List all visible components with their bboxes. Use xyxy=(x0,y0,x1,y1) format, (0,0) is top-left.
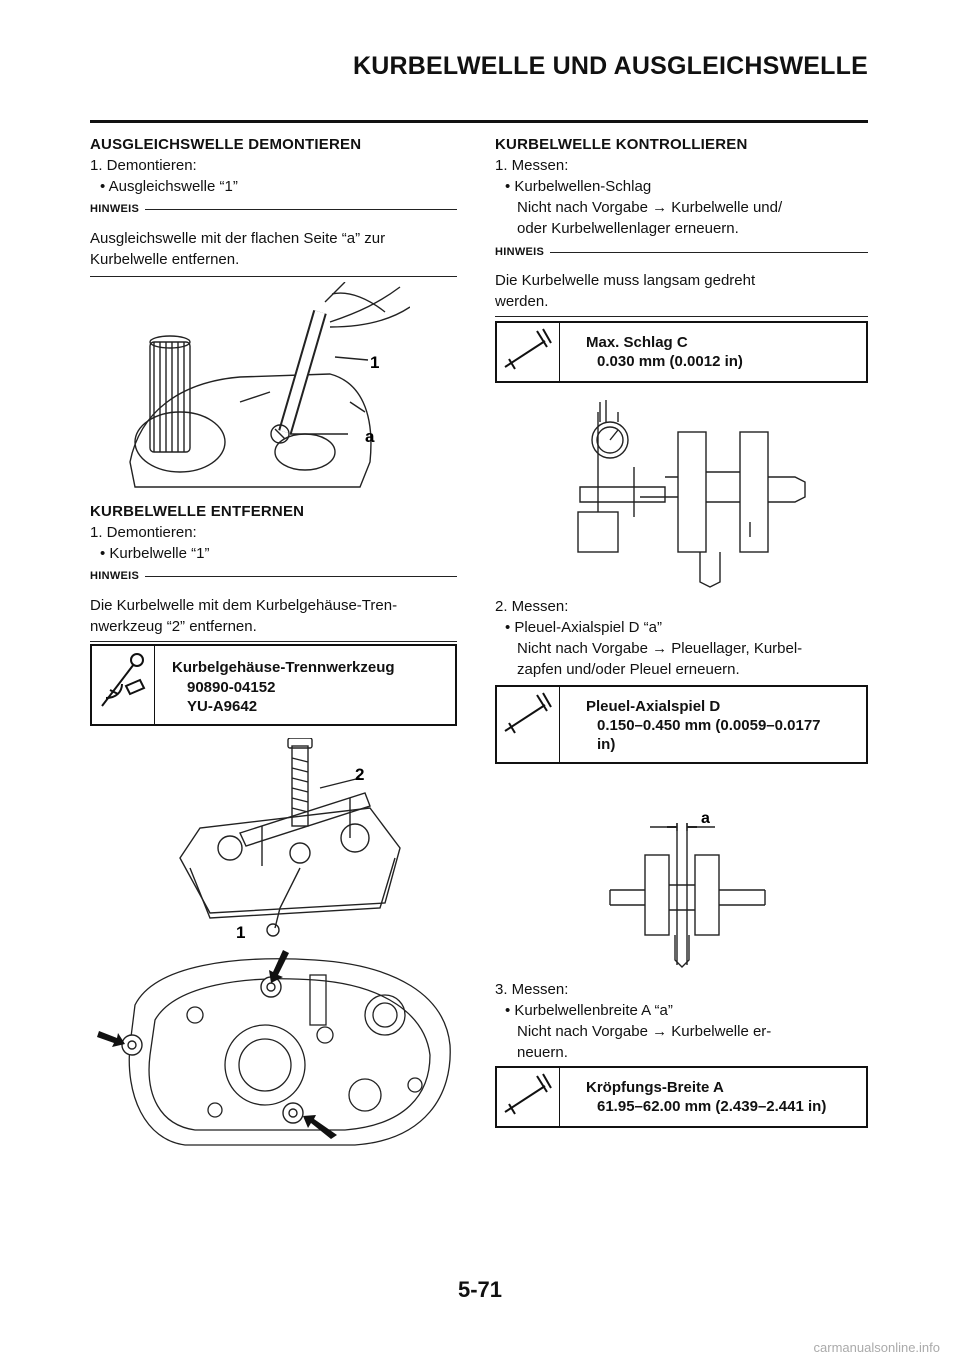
instruction-text: Nicht nach Vorgabe → Pleuellager, Kurbel… xyxy=(517,640,803,657)
note-text: Kurbelwelle entfernen. xyxy=(90,251,240,268)
tool-name: Kurbelgehäuse-Trennwerkzeug xyxy=(172,659,395,676)
runout-measurement-illustration xyxy=(577,400,806,588)
figure-label-1: 1 xyxy=(236,923,245,942)
step-text: 1. Demontieren: xyxy=(90,524,197,541)
balancer-removal-illustration: 1 a xyxy=(129,282,410,488)
spec-value: 0.030 mm (0.0012 in) xyxy=(597,353,743,370)
tool-number-1: 90890-04152 xyxy=(187,679,276,696)
note-end-rule xyxy=(90,641,457,642)
spec-value: 61.95–62.00 mm (2.439–2.441 in) xyxy=(597,1098,827,1115)
caliper-icon-cell xyxy=(497,1068,560,1126)
tool-icon-cell xyxy=(92,646,155,724)
caliper-icon-cell xyxy=(497,687,560,762)
note-text: Ausgleichswelle mit der flachen Seite “a… xyxy=(90,230,386,247)
section-heading-crankshaft-remove: KURBELWELLE ENTFERNEN xyxy=(90,503,305,520)
note-text: nwerkzeug “2” entfernen. xyxy=(90,618,257,635)
note-header: HINWEIS xyxy=(495,246,868,258)
step-text: 1. Messen: xyxy=(495,157,569,174)
section-heading-balancer: AUSGLEICHSWELLE DEMONTIEREN xyxy=(90,136,362,153)
bullet-text: • Ausgleichswelle “1” xyxy=(100,178,238,195)
wrench-tool-icon xyxy=(101,653,146,707)
caliper-icon-cell xyxy=(497,323,560,381)
note-text: werden. xyxy=(495,293,549,310)
crankcase-bolt-positions-illustration xyxy=(97,950,451,1146)
spec-box-crank-width: Kröpfungs-Breite A 61.95–62.00 mm (2.439… xyxy=(495,1066,868,1128)
note-label: HINWEIS xyxy=(90,570,140,582)
title-rule xyxy=(90,120,868,123)
note-header: HINWEIS xyxy=(90,203,457,215)
step-text: 3. Messen: xyxy=(495,981,569,998)
instruction-text: Nicht nach Vorgabe → Kurbelwelle er- xyxy=(517,1023,772,1040)
note-text: Die Kurbelwelle mit dem Kurbelgehäuse-Tr… xyxy=(90,597,398,614)
bullet-text: • Pleuel-Axialspiel D “a” xyxy=(505,619,662,636)
note-text: Die Kurbelwelle muss langsam gedreht xyxy=(495,272,756,289)
section-heading-crankshaft-check: KURBELWELLE KONTROLLIEREN xyxy=(495,136,748,153)
figure-label-a: a xyxy=(701,810,710,827)
caliper-icon xyxy=(504,692,552,734)
spec-name: Kröpfungs-Breite A xyxy=(586,1079,724,1096)
crankcase-separator-illustration: 2 1 xyxy=(179,738,401,942)
spec-name: Max. Schlag C xyxy=(586,334,688,351)
spec-value-cont: in) xyxy=(597,736,616,753)
note-label: HINWEIS xyxy=(495,246,545,258)
spec-value: 0.150–0.450 mm (0.0059–0.0177 xyxy=(597,717,821,734)
spec-box-side-clearance: Pleuel-Axialspiel D 0.150–0.450 mm (0.00… xyxy=(495,685,868,764)
caliper-icon xyxy=(504,328,552,370)
page-title: KURBELWELLE UND AUSGLEICHSWELLE xyxy=(353,52,868,80)
watermark: carmanualsonline.info xyxy=(813,1340,940,1355)
note-header: HINWEIS xyxy=(90,570,457,582)
spec-name: Pleuel-Axialspiel D xyxy=(586,698,721,715)
caliper-icon xyxy=(504,1073,552,1115)
instruction-text: oder Kurbelwellenlager erneuern. xyxy=(517,220,739,237)
bullet-text: • Kurbelwellenbreite A “a” xyxy=(505,1002,673,1019)
bullet-text: • Kurbelwellen-Schlag xyxy=(505,178,652,195)
instruction-text: neuern. xyxy=(517,1044,568,1061)
figure-label-1: 1 xyxy=(370,353,379,372)
note-label: HINWEIS xyxy=(90,203,140,215)
spec-box-runout: Max. Schlag C 0.030 mm (0.0012 in) xyxy=(495,321,868,383)
note-end-rule xyxy=(90,276,457,277)
instruction-text: Nicht nach Vorgabe → Kurbelwelle und/ xyxy=(517,199,783,216)
tool-box: Kurbelgehäuse-Trennwerkzeug 90890-04152 … xyxy=(90,644,457,726)
instruction-text: zapfen und/oder Pleuel erneuern. xyxy=(517,661,740,678)
figure-label-a: a xyxy=(365,427,375,446)
tool-number-2: YU-A9642 xyxy=(187,698,258,715)
side-clearance-illustration: a xyxy=(609,810,766,968)
step-text: 2. Messen: xyxy=(495,598,569,615)
note-end-rule xyxy=(495,316,868,317)
figure-label-2: 2 xyxy=(355,765,364,784)
bullet-text: • Kurbelwelle “1” xyxy=(100,545,210,562)
step-text: 1. Demontieren: xyxy=(90,157,197,174)
page-number: 5-71 xyxy=(457,1277,503,1302)
